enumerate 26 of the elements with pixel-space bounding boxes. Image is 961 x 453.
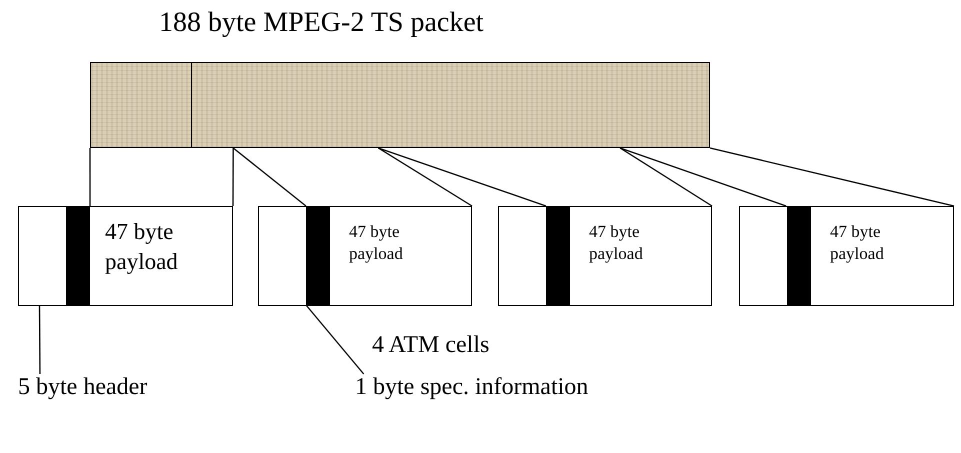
payload-label: 47 byte payload <box>105 218 179 276</box>
callout-text: 1 byte spec. information <box>355 374 588 401</box>
leader-line <box>38 306 41 374</box>
note-label: 4 ATM cells <box>372 332 490 359</box>
connector-line <box>710 147 954 207</box>
connector-line <box>232 148 306 206</box>
cell-box <box>498 206 712 306</box>
connector-line <box>620 147 712 207</box>
payload-label: 47 byte payload <box>830 221 885 266</box>
callout-text: 5 byte header <box>18 374 148 401</box>
cell-box <box>739 206 954 306</box>
cell-box <box>18 206 233 306</box>
connector-line <box>232 148 234 206</box>
connector-line <box>89 148 91 206</box>
spec-bar <box>546 207 570 305</box>
spec-bar <box>306 207 330 305</box>
payload-label: 47 byte payload <box>589 221 644 266</box>
connector-line <box>378 147 472 207</box>
spec-bar <box>66 207 90 305</box>
packet-title: 188 byte MPEG-2 TS packet <box>159 7 484 39</box>
connector-line <box>378 147 546 207</box>
leader-line <box>306 304 364 374</box>
spec-bar <box>787 207 811 305</box>
payload-label: 47 byte payload <box>349 221 404 266</box>
cell-box <box>258 206 472 306</box>
connector-line <box>620 147 786 207</box>
